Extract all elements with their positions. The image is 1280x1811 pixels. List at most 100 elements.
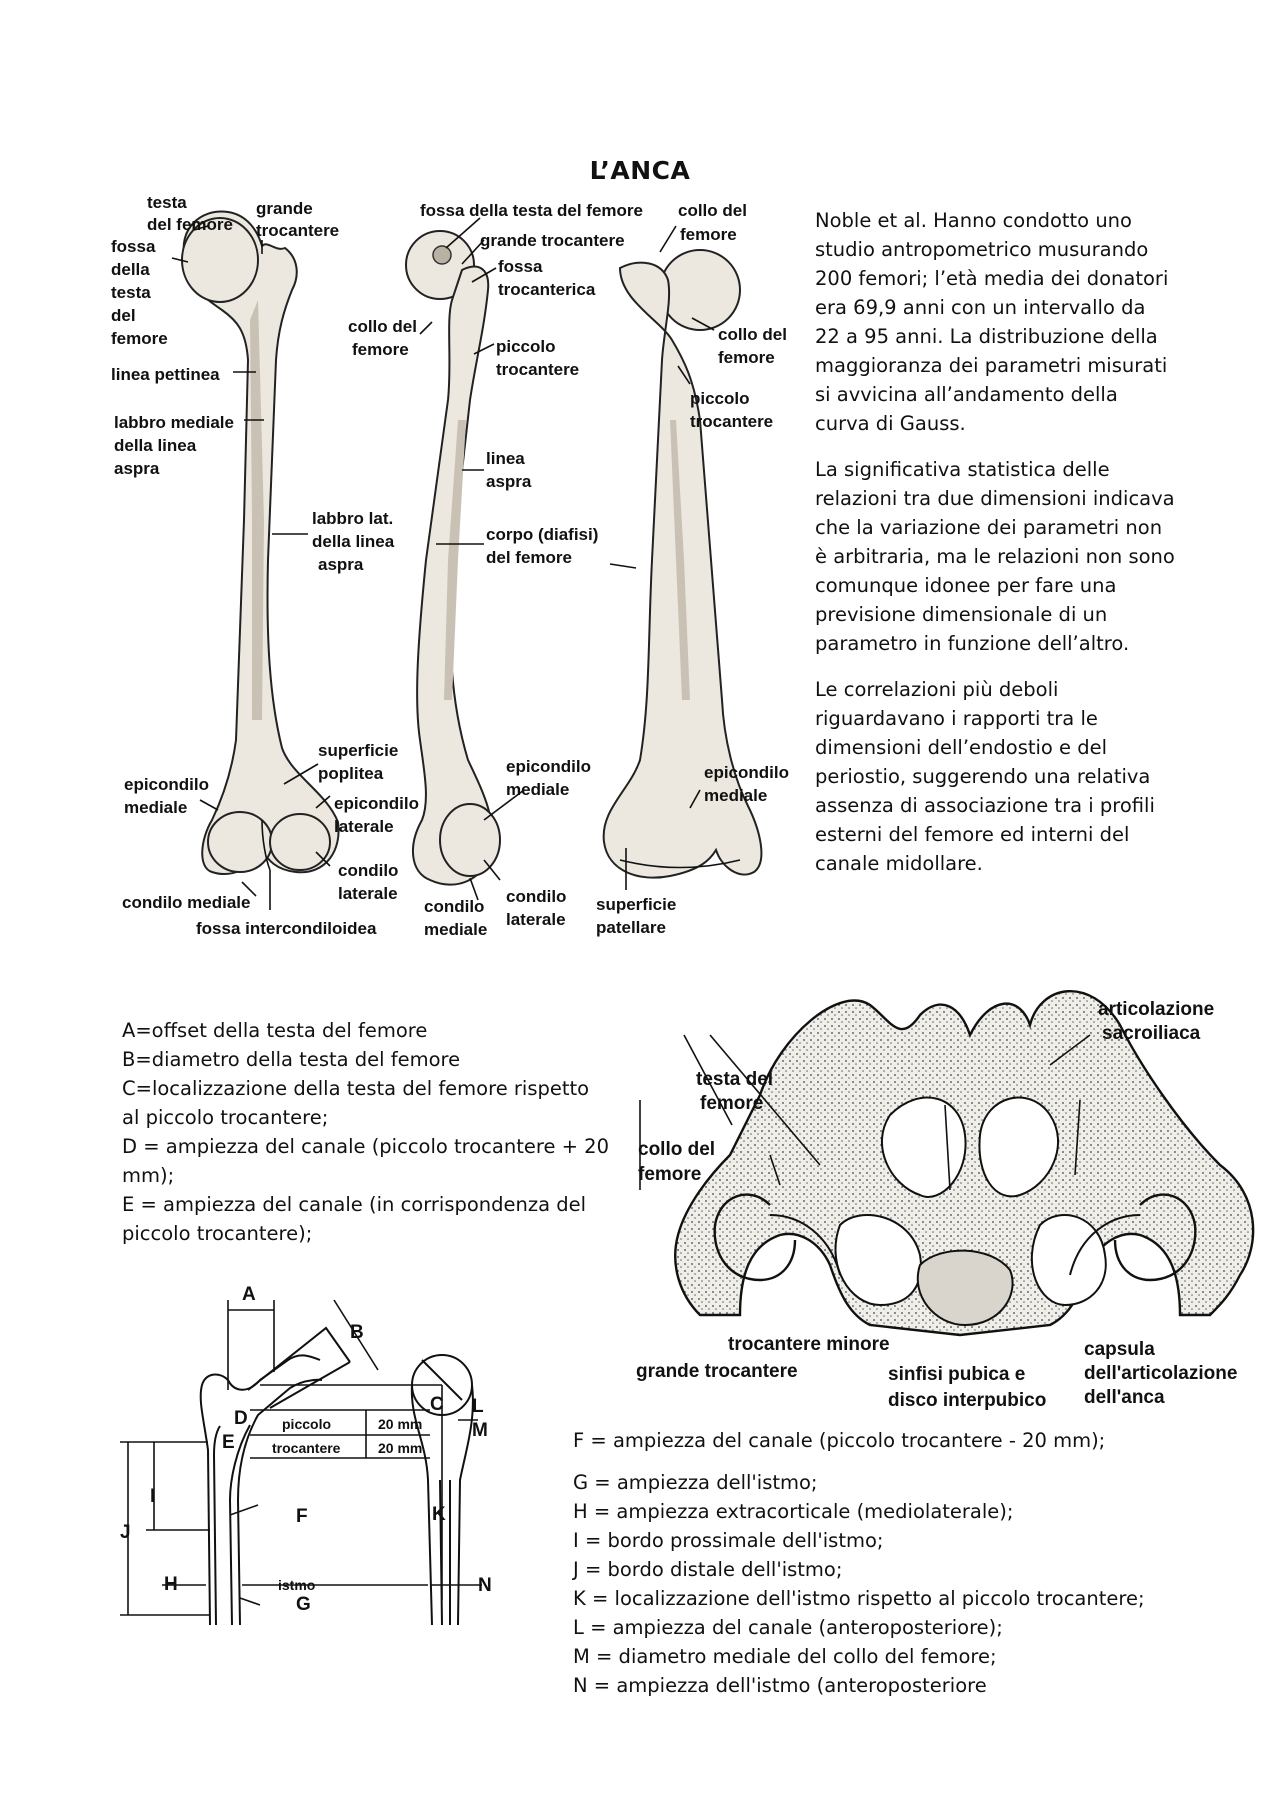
label-superficie-poplitea-2: poplitea [318, 764, 384, 783]
label-epicondilo-mediale-c-2: mediale [704, 786, 767, 805]
legend-l: L = ampiezza del canale (anteroposterior… [573, 1616, 1003, 1639]
label-linea-aspra-1: linea [486, 449, 525, 468]
legend-h: H = ampiezza extracorticale (mediolatera… [573, 1500, 1014, 1523]
label-testa-1: testa [147, 193, 187, 212]
femur-front-outline [199, 1326, 351, 1626]
label-testa-pelvis-1: testa del [696, 1069, 773, 1090]
label-fossa-testa-2: della [111, 260, 150, 279]
femur-posterior-view [181, 210, 340, 875]
letter-d: D [234, 1408, 248, 1429]
label-epicondilo-mediale-a-1: epicondilo [124, 775, 209, 794]
femur-lateral-view [405, 230, 501, 886]
label-epicondilo-laterale-2: laterale [334, 817, 394, 836]
label-condilo-laterale-b-2: laterale [506, 910, 566, 929]
label-epicondilo-mediale-c-1: epicondilo [704, 763, 789, 782]
label-condilo-laterale-a-1: condilo [338, 861, 398, 880]
label-labbro-mediale-2: della linea [114, 436, 197, 455]
label-collo-femore-c-top-2: femore [680, 225, 737, 244]
paragraph-2: La significativa statistica delle relazi… [815, 458, 1175, 655]
letter-g: G [296, 1594, 311, 1615]
label-labbro-mediale-3: aspra [114, 459, 160, 478]
label-fossa-intercondiloidea: fossa intercondiloidea [196, 919, 377, 938]
label-corpo-1: corpo (diafisi) [486, 525, 598, 544]
letter-l: L [472, 1396, 484, 1417]
label-fossa-testa-4: del [111, 306, 136, 325]
label-fossa-testa-3: testa [111, 283, 151, 302]
femur-anatomy-figure: testa del femore grande trocantere fossa… [111, 193, 789, 939]
legend-c: C=localizzazione della testa del femore … [122, 1077, 590, 1129]
label-linea-pettinea: linea pettinea [111, 365, 220, 384]
label-labbro-mediale-1: labbro mediale [114, 413, 234, 432]
letter-e: E [222, 1432, 235, 1453]
letter-f: F [296, 1506, 308, 1527]
label-trocantere: trocantere [272, 1440, 341, 1456]
label-grande-trocantere-b: grande trocantere [480, 231, 625, 250]
measurement-dimension-lines [120, 1299, 482, 1616]
letter-i: I [150, 1486, 155, 1507]
label-collo-femore-b-1: collo del [348, 317, 417, 336]
label-articolazione-2: sacroiliaca [1102, 1023, 1201, 1044]
label-condilo-laterale-a-2: laterale [338, 884, 398, 903]
legend-g: G = ampiezza dell'istmo; [573, 1471, 818, 1494]
label-fossa-testa-1: fossa [111, 237, 156, 256]
label-labbro-lat-2: della linea [312, 532, 395, 551]
label-grande-trocantere-1: grande [256, 199, 313, 218]
label-istmo: istmo [278, 1577, 315, 1593]
label-epicondilo-mediale-b-1: epicondilo [506, 757, 591, 776]
legend-e: E = ampiezza del canale (in corrisponden… [122, 1193, 587, 1245]
letter-a: A [242, 1284, 256, 1305]
legend-j: J = bordo distale dell'istmo; [573, 1558, 843, 1581]
label-collo-femore-c-2: femore [718, 348, 775, 367]
label-piccolo-trocantere-b-1: piccolo [496, 337, 556, 356]
label-epicondilo-mediale-b-2: mediale [506, 780, 569, 799]
legend-a: A=offset della testa del femore [122, 1019, 428, 1042]
label-fossa-testa-5: femore [111, 329, 168, 348]
label-trocantere-minore: trocantere minore [728, 1334, 890, 1355]
label-labbro-lat-1: labbro lat. [312, 509, 393, 528]
label-superficie-patellare-1: superficie [596, 895, 676, 914]
label-labbro-lat-3: aspra [318, 555, 364, 574]
label-grande-trocantere-pelvis: grande trocantere [636, 1361, 798, 1382]
letter-c: C [430, 1394, 444, 1415]
label-condilo-mediale-a: condilo mediale [122, 893, 250, 912]
pelvis-figure: articolazione sacroiliaca testa del femo… [636, 989, 1255, 1411]
label-sinfisi-2: disco interpubico [888, 1390, 1046, 1411]
legend-m: M = diametro mediale del collo del femor… [573, 1645, 997, 1668]
label-capsula-3: dell'anca [1084, 1387, 1165, 1408]
legend-f: F = ampiezza del canale (piccolo trocant… [573, 1429, 1106, 1452]
label-collo-pelvis-1: collo del [638, 1139, 715, 1160]
label-capsula-1: capsula [1084, 1339, 1155, 1360]
label-condilo-mediale-b-2: mediale [424, 920, 487, 939]
label-articolazione-1: articolazione [1098, 999, 1214, 1020]
label-grande-trocantere-2: trocantere [256, 221, 339, 240]
label-epicondilo-laterale-1: epicondilo [334, 794, 419, 813]
label-piccolo-trocantere-b-2: trocantere [496, 360, 579, 379]
legend-b: B=diametro della testa del femore [122, 1048, 461, 1071]
label-testa-2: del femore [147, 215, 233, 234]
label-sinfisi-1: sinfisi pubica e [888, 1364, 1025, 1385]
measurement-figure: A B C D E F G H I J K L M N piccolo troc… [120, 1284, 492, 1626]
label-collo-femore-b-2: femore [352, 340, 409, 359]
label-fossa-trocanterica-2: trocanterica [498, 280, 596, 299]
label-epicondilo-mediale-a-2: mediale [124, 798, 187, 817]
label-collo-femore-c-top-1: collo del [678, 201, 747, 220]
page-title: L’ANCA [589, 156, 691, 185]
letter-h: H [164, 1574, 178, 1595]
label-20mm-a: 20 mm [378, 1416, 422, 1432]
label-piccolo: piccolo [282, 1416, 331, 1432]
label-condilo-laterale-b-1: condilo [506, 887, 566, 906]
legend-i: I = bordo prossimale dell'istmo; [573, 1529, 884, 1552]
label-collo-femore-c-1: collo del [718, 325, 787, 344]
letter-b: B [350, 1322, 364, 1343]
label-testa-pelvis-2: femore [700, 1093, 763, 1114]
label-linea-aspra-2: aspra [486, 472, 532, 491]
letter-k: K [432, 1504, 446, 1525]
pelvis-leader-lines [639, 1034, 1091, 1191]
legend-top: A=offset della testa del femore B=diamet… [122, 1016, 612, 1248]
femur-leader-lines [171, 217, 715, 910]
label-piccolo-trocantere-c-1: piccolo [690, 389, 750, 408]
letter-j: J [120, 1522, 131, 1543]
label-collo-pelvis-2: femore [638, 1164, 701, 1185]
label-superficie-patellare-2: patellare [596, 918, 666, 937]
label-piccolo-trocantere-c-2: trocantere [690, 412, 773, 431]
